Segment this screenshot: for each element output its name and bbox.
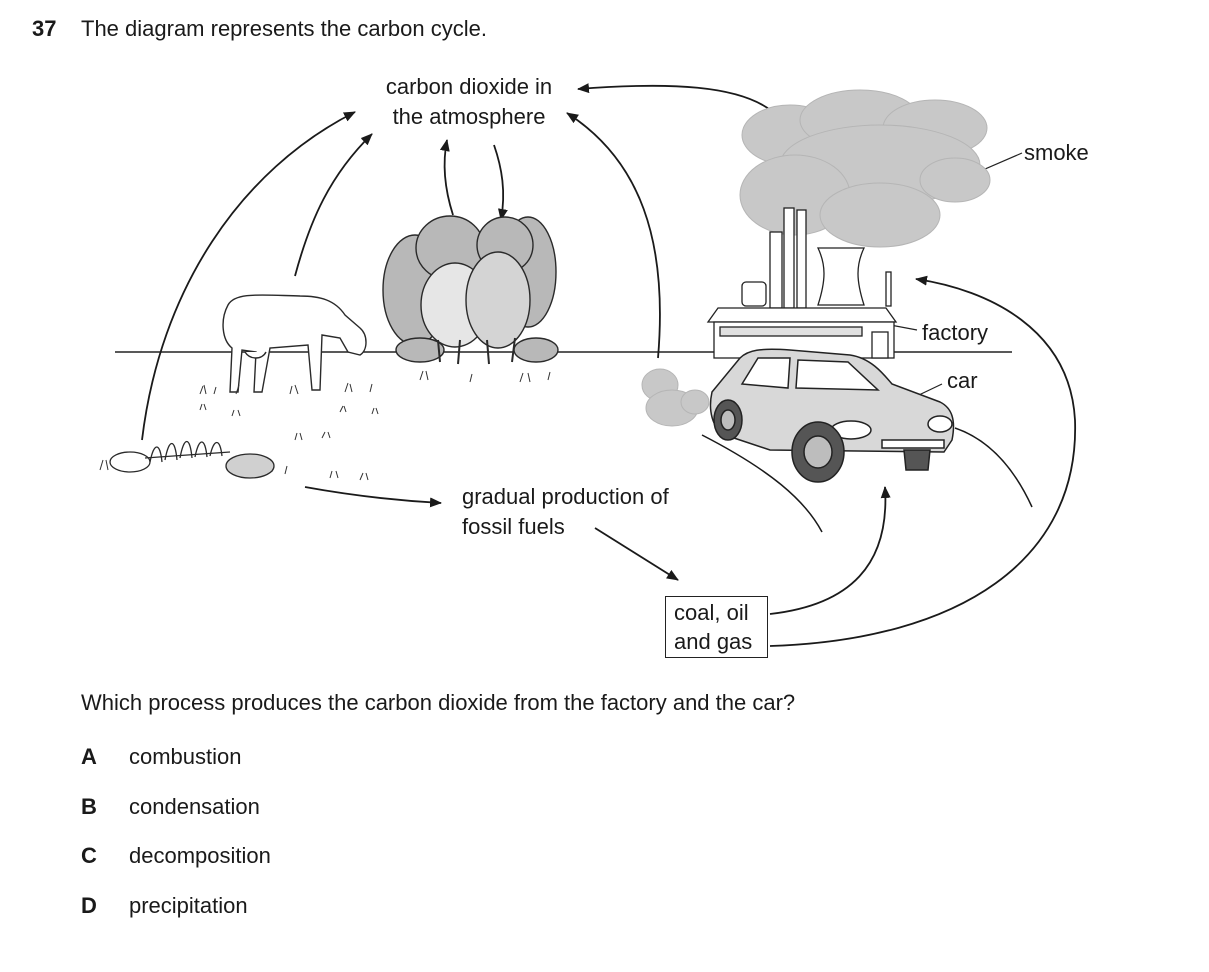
car-label: car	[947, 368, 978, 393]
cow	[222, 294, 367, 393]
fossil-label-line2: fossil fuels	[462, 514, 565, 539]
option-letter: B	[81, 794, 97, 819]
exhaust-smoke	[641, 368, 710, 427]
arrow-car-to-co2	[566, 112, 661, 359]
factory-label: factory	[922, 320, 989, 345]
arrow-fossil-to-coal	[594, 527, 679, 581]
skeleton	[109, 440, 275, 479]
fossil-fuel-production-label: gradual production of fossil fuels	[462, 482, 722, 542]
question-stem: The diagram represents the carbon cycle.	[81, 16, 487, 41]
co2-atmosphere-label: carbon dioxide in the atmosphere	[360, 72, 578, 132]
option-text: combustion	[129, 744, 242, 769]
arrow-smoke-to-co2	[577, 83, 774, 113]
arrow-decay-to-co2	[141, 111, 356, 441]
arrow-trees-to-co2	[439, 139, 454, 216]
road-right-edge	[954, 427, 1033, 508]
smoke-cloud	[739, 89, 991, 248]
option-letter: C	[81, 843, 97, 868]
option-text: decomposition	[129, 843, 271, 868]
arrow-co2-to-trees	[493, 144, 508, 221]
arrow-cow-to-co2	[294, 133, 373, 277]
smoke-label: smoke	[1024, 140, 1089, 165]
co2-label-line2: the atmosphere	[392, 104, 546, 129]
coal-oil-gas-box: coal, oil and gas	[665, 596, 768, 658]
trees	[382, 215, 559, 363]
co2-label-line1: carbon dioxide in	[385, 74, 553, 99]
grass	[99, 370, 551, 481]
car-drawing	[709, 348, 955, 483]
option-letter: D	[81, 893, 97, 918]
option-letter: A	[81, 744, 97, 769]
question-number: 37	[32, 16, 57, 41]
option-text: precipitation	[129, 893, 248, 918]
road-left-edge	[701, 434, 823, 533]
arrow-decay-to-fossil	[304, 486, 442, 508]
question-text: Which process produces the carbon dioxid…	[81, 690, 796, 715]
fossil-label-line1: gradual production of	[462, 484, 669, 509]
arrow-coal-to-car	[769, 486, 891, 615]
coal-label-line1: coal, oil	[674, 600, 749, 625]
coal-label-line2: and gas	[674, 629, 753, 654]
option-text: condensation	[129, 794, 260, 819]
arrow-coal-to-factory	[769, 275, 1076, 647]
